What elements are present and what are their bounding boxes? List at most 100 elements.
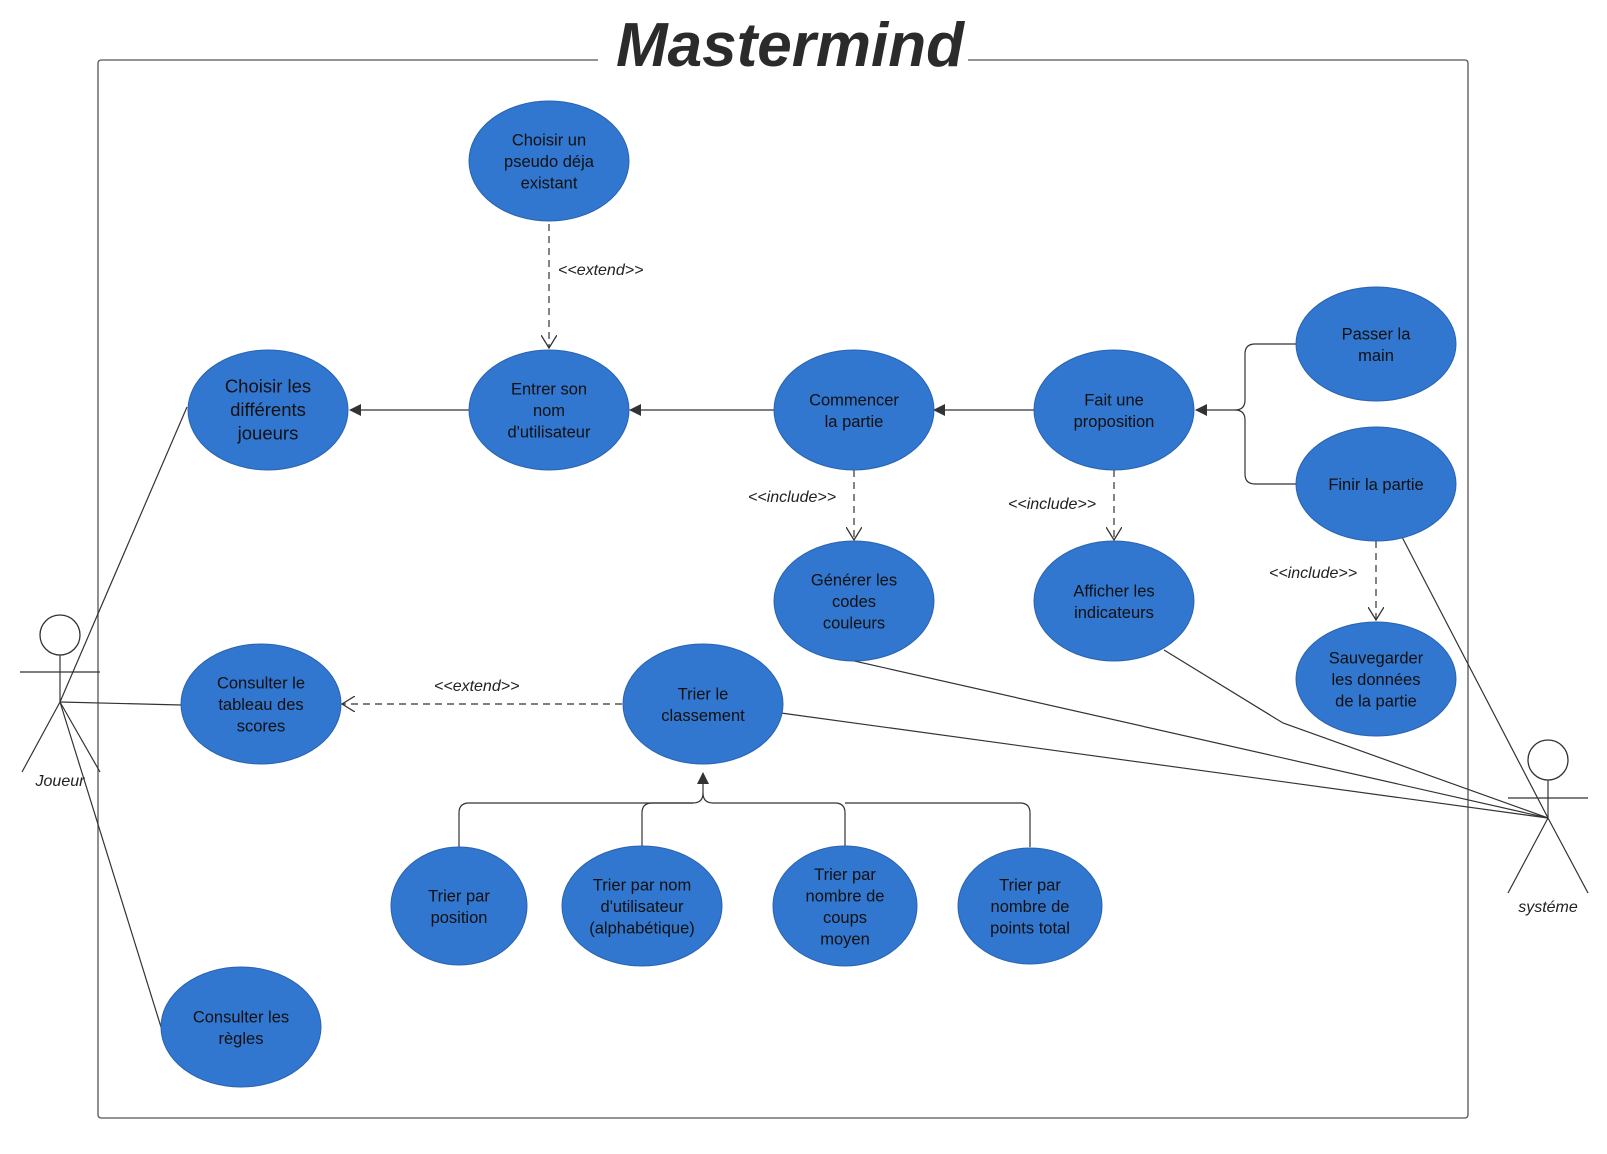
gen-nom-trier <box>641 802 693 847</box>
usecase-label-line: Trier par <box>999 877 1061 895</box>
actor-joueur[interactable]: Joueur <box>20 614 101 790</box>
usecase-label-line: coups <box>823 909 867 927</box>
usecase-label-line: Commencer <box>809 391 899 409</box>
assoc-joueur-regles <box>59 701 162 1028</box>
usecase-label-line: Trier le <box>678 685 729 703</box>
usecase-trier-position[interactable]: Trier par position <box>390 846 528 966</box>
usecase-label-line: existant <box>521 175 578 193</box>
label-include-generer: <<include>> <box>748 489 836 506</box>
usecase-label-line: Consulter les <box>193 1008 289 1026</box>
label-include-sauvegarder: <<include>> <box>1269 565 1357 582</box>
label-extend-pseudo: <<extend>> <box>558 262 643 279</box>
usecase-entrer-nom[interactable]: Entrer son nom d'utilisateur <box>468 349 630 471</box>
assoc-systeme-finir <box>1401 536 1549 819</box>
usecase-label-line: d'utilisateur <box>601 898 684 916</box>
actor-systeme[interactable]: systéme <box>1507 739 1589 916</box>
usecase-label-line: différents <box>230 399 306 420</box>
usecase-label-line: main <box>1358 347 1394 365</box>
usecase-label-line: Sauvegarder <box>1329 650 1424 668</box>
usecase-label-line: règles <box>219 1030 264 1048</box>
usecase-label-line: indicateurs <box>1074 604 1154 622</box>
svg-text:Finir la partie: Finir la partie <box>1328 476 1423 494</box>
assoc-systeme-indicateurs <box>1163 649 1549 819</box>
usecase-label-line: joueurs <box>237 423 299 444</box>
generalizations <box>349 343 1296 847</box>
usecase-label-line: proposition <box>1074 413 1155 431</box>
usecase-label-line: Finir la partie <box>1328 476 1423 494</box>
usecase-label-line: nom <box>533 402 565 420</box>
usecase-commencer-partie[interactable]: Commencer la partie <box>773 349 935 471</box>
usecase-label-line: position <box>431 909 488 927</box>
gen-coups-trier <box>702 792 846 847</box>
usecase-afficher-indicateurs[interactable]: Afficher les indicateurs <box>1033 540 1195 662</box>
usecase-label-line: (alphabétique) <box>589 920 695 938</box>
usecase-trier-points[interactable]: Trier par nombre de points total <box>957 847 1103 965</box>
gen-finir-proposition <box>1234 409 1296 485</box>
usecase-consulter-regles[interactable]: Consulter les règles <box>160 966 322 1088</box>
assoc-joueur-choisir <box>59 406 188 703</box>
gen-points-trier <box>845 802 1031 847</box>
usecase-label-line: points total <box>990 920 1070 938</box>
usecase-label-line: Trier par <box>814 866 876 884</box>
usecase-passer-main[interactable]: Passer la main <box>1295 286 1457 402</box>
label-include-indicateurs: <<include>> <box>1008 496 1096 513</box>
usecase-label-line: codes <box>832 593 876 611</box>
usecase-label-line: Entrer son <box>511 381 587 399</box>
usecase-label-line: la partie <box>825 413 884 431</box>
actor-systeme-head <box>1527 739 1569 781</box>
label-extend-trier: <<extend>> <box>434 678 519 695</box>
assoc-systeme-generer <box>849 659 1549 819</box>
usecase-generer-codes[interactable]: Générer les codes couleurs <box>773 540 935 662</box>
usecase-label-line: Trier par nom <box>593 877 691 895</box>
usecase-label-line: de la partie <box>1335 693 1417 711</box>
usecase-trier-nom[interactable]: Trier par nom d'utilisateur (alphabétique) <box>561 845 723 967</box>
usecase-label-line: Trier par <box>428 887 490 905</box>
gen-position-trier <box>458 772 709 847</box>
diagram-title: Mastermind <box>616 11 965 80</box>
usecase-label-line: couleurs <box>823 615 885 633</box>
usecase-label-line: scores <box>237 718 286 736</box>
usecase-label-line: Choisir un <box>512 132 586 150</box>
gen-passer-proposition <box>1195 343 1296 416</box>
usecase-label-line: d'utilisateur <box>508 424 591 442</box>
dependencies <box>342 224 1376 704</box>
assoc-joueur-tableau <box>59 701 182 706</box>
usecase-label-line: Passer la <box>1342 325 1412 343</box>
usecase-label-line: Afficher les <box>1073 582 1154 600</box>
usecase-choisir-pseudo[interactable]: Choisir un pseudo déja existant <box>468 100 630 222</box>
usecase-sauvegarder-donnees[interactable]: Sauvegarder les données de la partie <box>1295 621 1457 737</box>
usecase-label-line: Choisir les <box>225 376 311 397</box>
actor-joueur-head <box>39 614 81 656</box>
use-cases: Choisir un pseudo déja existant Choisir le… <box>160 100 1457 1088</box>
usecase-label-line: les données <box>1332 671 1421 689</box>
actor-joueur-label: Joueur <box>35 773 86 790</box>
actor-systeme-label: systéme <box>1518 899 1578 916</box>
usecase-label-line: moyen <box>820 930 870 948</box>
usecase-label-line: Générer les <box>811 572 897 590</box>
usecase-label-line: nombre de <box>991 898 1070 916</box>
usecase-label-line: pseudo déja <box>504 153 595 171</box>
usecase-finir-partie[interactable]: Finir la partie <box>1295 426 1457 542</box>
